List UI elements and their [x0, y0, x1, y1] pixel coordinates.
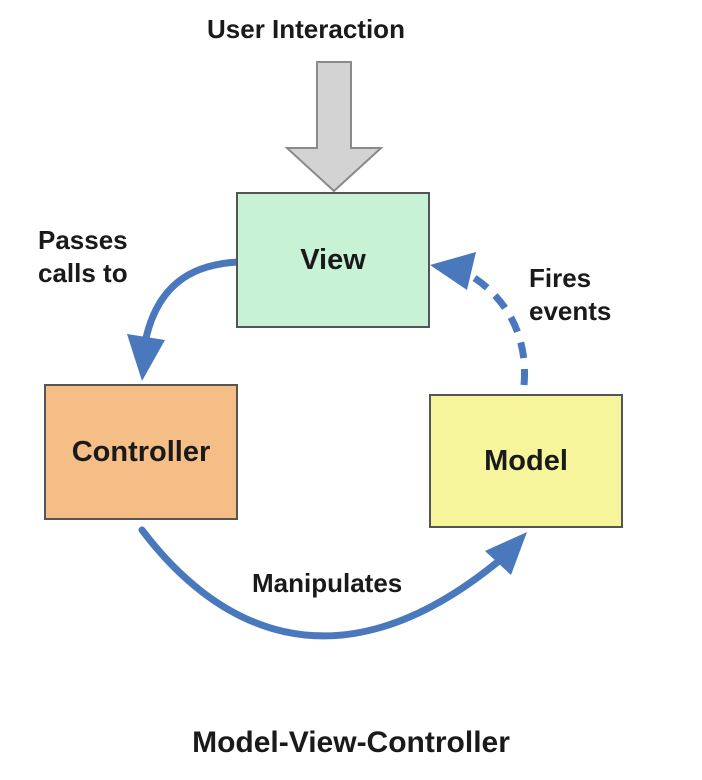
passes-calls-line-1: Passes [38, 225, 128, 255]
model-to-view-arrow [468, 272, 529, 386]
passes-calls-line-2: calls to [38, 258, 128, 289]
model-to-view-arrowhead [430, 252, 476, 290]
controller-to-model-arrow [138, 526, 504, 640]
view-node: View [236, 192, 430, 328]
fires-events-line-1: Fires [529, 263, 592, 293]
fires-events-line-2: events [529, 296, 612, 327]
controller-node-label: Controller [71, 435, 211, 468]
user-interaction-arrow [284, 61, 384, 193]
user-interaction-label: User Interaction [207, 14, 405, 44]
passes-calls-label: Passes calls to [38, 224, 128, 291]
view-node-label: View [300, 243, 366, 276]
controller-to-model-arrowhead [485, 532, 527, 575]
model-node-label: Model [484, 444, 568, 477]
diagram-title: Model-View-Controller [192, 726, 510, 759]
view-to-controller-arrow [142, 258, 242, 342]
view-to-controller-arrowhead [127, 334, 165, 381]
model-node: Model [429, 394, 623, 528]
fires-events-label: Fires events [529, 262, 611, 329]
controller-node: Controller [44, 384, 238, 520]
manipulates-label: Manipulates [252, 568, 403, 598]
